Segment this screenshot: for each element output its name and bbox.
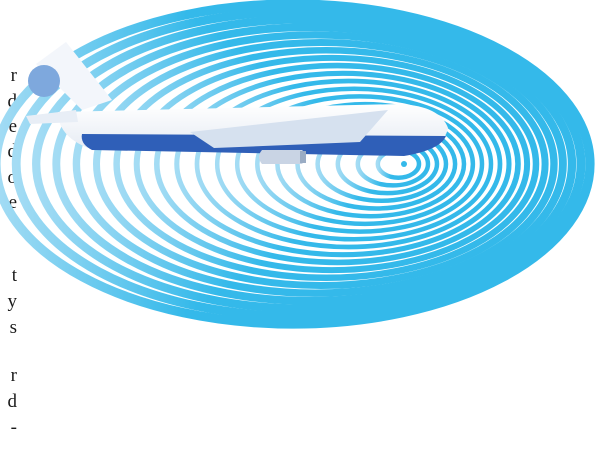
tail-logo-icon xyxy=(28,65,60,97)
airplane-engine xyxy=(259,150,306,164)
ring xyxy=(177,73,509,254)
ring xyxy=(96,43,545,286)
airplane-engine-intake xyxy=(300,151,306,163)
ring-center-dot xyxy=(401,161,407,167)
